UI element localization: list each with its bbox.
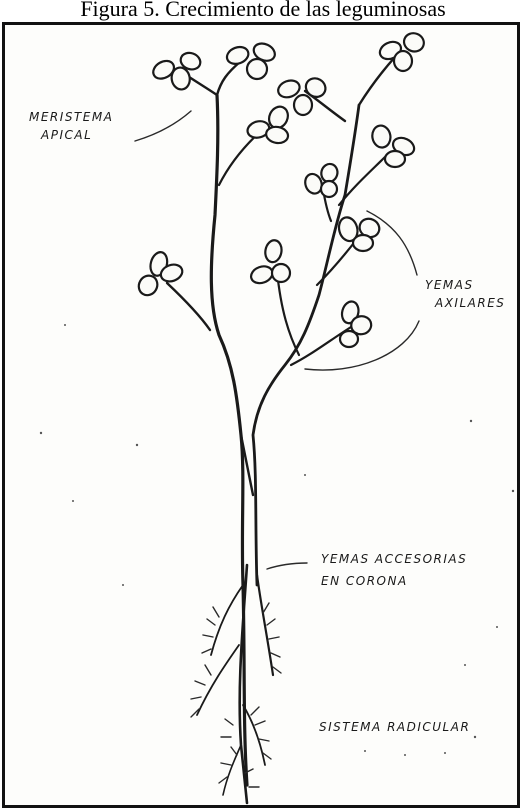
paper-specks xyxy=(40,324,514,756)
leader-lines xyxy=(135,111,419,569)
leaf-top-left xyxy=(150,50,203,91)
label-yemas-accesorias-line1: YEMAS ACCESORIAS xyxy=(321,552,467,566)
leaf-right-middle xyxy=(371,124,417,167)
label-meristema-line1: MERISTEMA xyxy=(29,110,113,124)
label-yemas-axilares-line1: YEMAS xyxy=(425,278,474,292)
label-meristema-line2: APICAL xyxy=(40,128,92,142)
main-stem xyxy=(211,95,359,785)
leaf-lower-right xyxy=(340,300,373,347)
label-sistema-radicular: SISTEMA RADICULAR xyxy=(319,720,470,734)
label-yemas-axilares-line2: AXILARES xyxy=(434,296,505,310)
leaf-top-center xyxy=(225,40,278,79)
leaf-right-top xyxy=(377,30,426,71)
root-system xyxy=(191,565,281,803)
figure-caption: Figura 5. Crecimiento de las leguminosas xyxy=(0,0,526,22)
leaf-center-right xyxy=(336,215,382,251)
legume-plant-drawing: MERISTEMA APICAL YEMAS AXILARES YEMAS AC… xyxy=(5,25,517,805)
leaf-center-left xyxy=(249,239,290,286)
label-yemas-accesorias-line2: EN CORONA xyxy=(321,574,408,588)
leaf-center-small xyxy=(303,162,340,197)
figure-frame: MERISTEMA APICAL YEMAS AXILARES YEMAS AC… xyxy=(2,22,520,808)
